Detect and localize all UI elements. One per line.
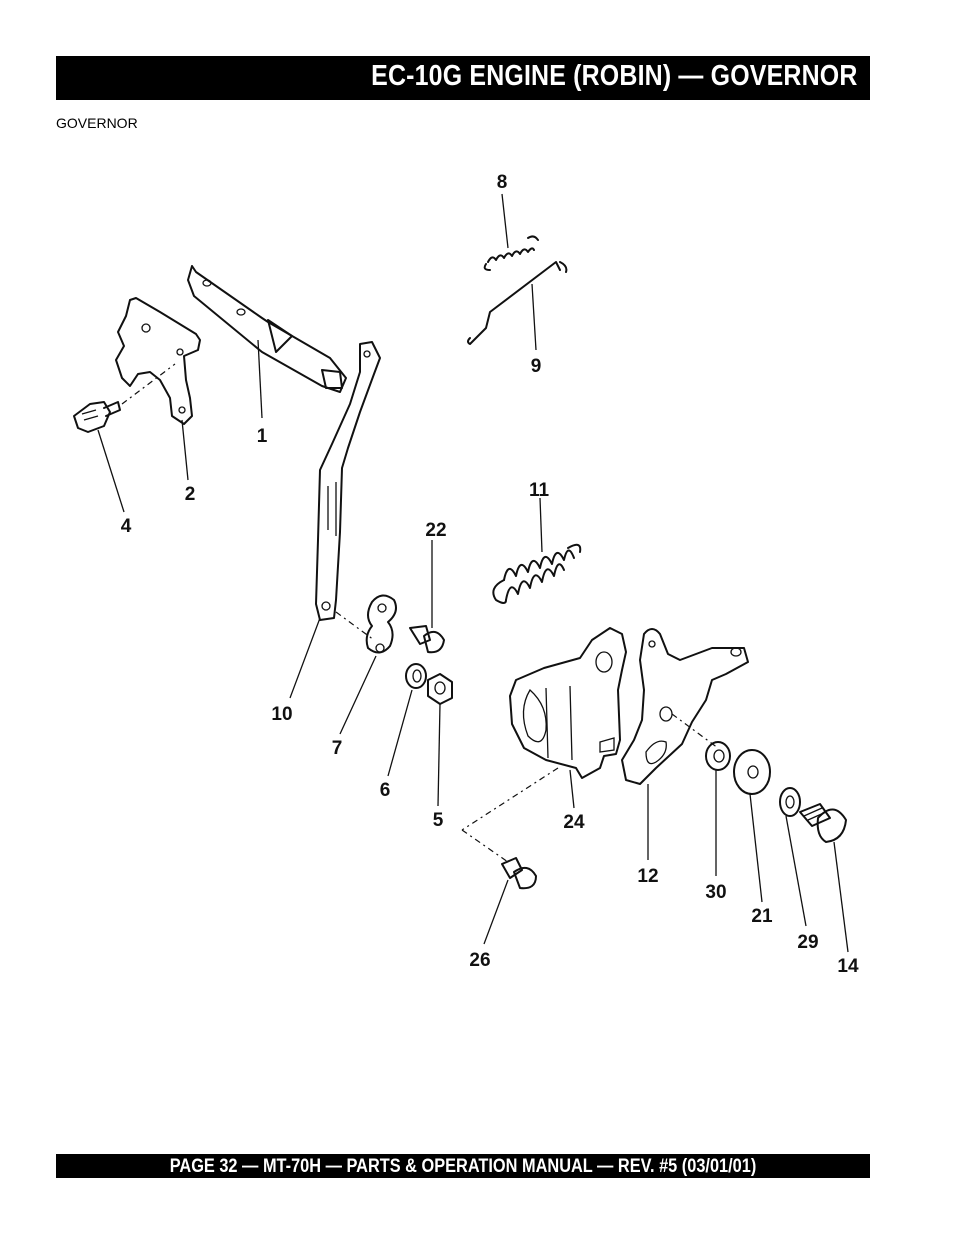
callout-11: 11: [529, 480, 550, 501]
callout-14: 14: [837, 956, 859, 977]
callout-21: 21: [751, 906, 773, 927]
bolt-part-22: [409, 625, 445, 654]
callout-4: 4: [121, 516, 132, 537]
callout-1: 1: [257, 426, 268, 447]
callout-2: 2: [185, 484, 196, 505]
washer-part-6: [405, 663, 427, 689]
leader-dash-26: [461, 829, 509, 863]
callout-6: 6: [380, 780, 391, 801]
page-title: EC-10G ENGINE (ROBIN) — GOVERNOR: [371, 60, 858, 92]
screw-part-14: [799, 803, 847, 843]
governor-rod-part-9: [467, 261, 568, 345]
callout-5: 5: [433, 810, 444, 831]
page-footer: PAGE 32 — MT-70H — PARTS & OPERATION MAN…: [169, 1156, 757, 1177]
bolt-part-26: [501, 857, 537, 890]
callout-8: 8: [497, 172, 508, 193]
governor-shaft-part-1: [187, 265, 347, 393]
lock-washer-part-29: [779, 787, 801, 817]
leader-dash-4: [121, 363, 176, 405]
large-spring-part-11: [492, 543, 582, 604]
callout-7: 7: [332, 738, 343, 759]
callout-12: 12: [637, 866, 658, 887]
bolt-part-4: [73, 401, 121, 433]
section-label: GOVERNOR: [56, 115, 138, 131]
small-spring-part-8: [483, 235, 539, 271]
callout-30: 30: [705, 882, 726, 903]
washer-part-21: [733, 749, 771, 795]
governor-lever-part-10: [315, 341, 381, 621]
callout-9: 9: [531, 356, 542, 377]
page-footer-bar: PAGE 32 — MT-70H — PARTS & OPERATION MAN…: [56, 1154, 870, 1178]
callout-leader-lines: [97, 193, 849, 953]
page-title-bar: EC-10G ENGINE (ROBIN) — GOVERNOR: [56, 56, 870, 100]
callout-29: 29: [797, 932, 818, 953]
washer-part-30: [705, 741, 731, 771]
callout-26: 26: [469, 950, 490, 971]
governor-plate-part-24: [509, 627, 627, 779]
nut-part-5: [427, 673, 453, 705]
link-plate-part-7: [365, 594, 397, 654]
callout-24: 24: [563, 812, 585, 833]
callout-22: 22: [425, 520, 446, 541]
callout-10: 10: [271, 704, 292, 725]
bracket-part-2: [115, 297, 201, 425]
leader-dash-24: [461, 767, 559, 831]
